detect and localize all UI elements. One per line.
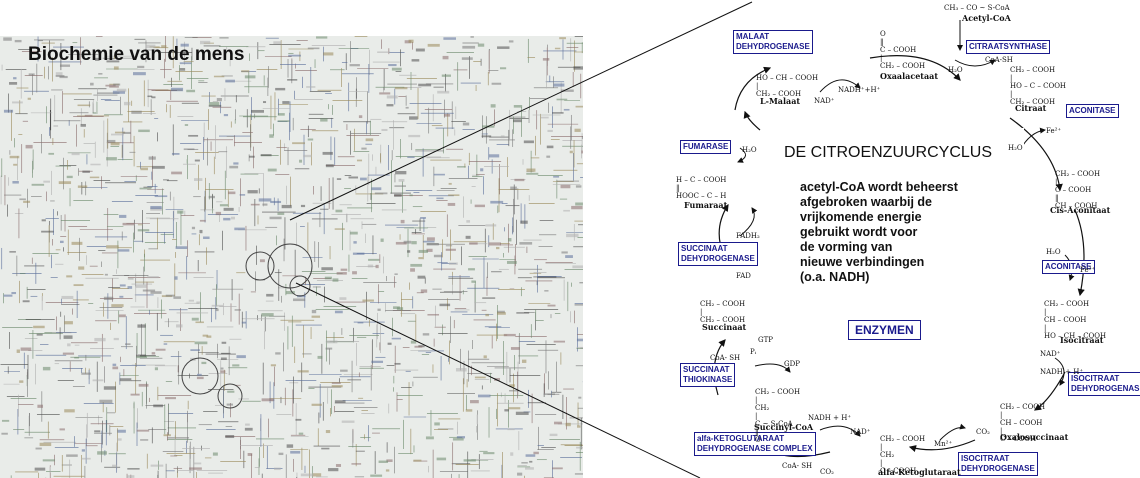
cycle-arc-3 — [1074, 209, 1085, 297]
enzyme-aconitase-2: ACONITASE — [1042, 260, 1095, 274]
formula-cis-aconitaat: CH₂ – COOH | C – COOH ‖ CH – COOH — [1055, 170, 1101, 210]
metabolite-fumaraat: Fumaraat — [684, 200, 728, 210]
cycle-arc-2 — [1009, 117, 1063, 192]
center-title: DE CITROENZUURCYCLUS — [784, 144, 993, 161]
metabolite-cis-aconitaat: Cis-Aconitaat — [1050, 205, 1111, 215]
desc-line: nieuwe verbindingen — [800, 255, 925, 269]
formula-malaat: HO – CH – COOH | CH₂ – COOH — [756, 74, 819, 98]
enzyme-citraatsynthase: CITRAATSYNTHASE — [966, 40, 1051, 54]
enzyme-succinaat-dehydrogenase: SUCCINAAT DEHYDROGENASE — [678, 242, 758, 266]
cofactor-nad: NAD⁺ — [850, 428, 871, 436]
cofactor-fadh2: FADH₂ — [736, 232, 760, 240]
cofactor-coash: CoA- SH — [782, 462, 813, 470]
cofactor-co2: CO₂ — [820, 468, 834, 476]
cofactor-nad: NAD⁺ — [814, 97, 835, 105]
enzymen-label: ENZYMEN — [848, 320, 921, 340]
enzyme-alfa-ketoglutaraat-dh-complex: alfa-KETOGLUTARAAT DEHYDROGENASE COMPLEX — [694, 432, 816, 456]
metabolite-acetyl-coa: Acetyl-CoA — [962, 13, 1011, 23]
metabolite-succinaat: Succinaat — [702, 322, 747, 332]
cofactor-h2o: H₂O — [948, 66, 963, 74]
cofactor-co2: CO₂ — [976, 428, 990, 436]
zoom-line-top — [289, 1, 753, 221]
desc-line: vrijkomende energie — [800, 210, 922, 224]
cycle-arc-9 — [734, 66, 772, 111]
cofactor-nadh: NADH + H⁺ — [808, 414, 852, 422]
formula-alfa-ketoglutaraat: CH₂ – COOH | CH₂ | C – COOH — [880, 435, 926, 475]
left-title: Biochemie van de mens — [28, 44, 245, 65]
cofactor-fe: Fe²⁺ — [1080, 266, 1096, 274]
center-description: acetyl-CoA wordt beheerst afgebroken waa… — [800, 180, 958, 285]
formula-oxalosuccinaat: CH₂ – COOH | CH – COOH | C – COOH — [1000, 403, 1046, 443]
cofactor-coash: CoA-SH — [985, 56, 1013, 64]
enzyme-isocitraat-dehydrogenase-1: ISOCITRAAT DEHYDROGENASE — [1068, 372, 1140, 396]
zoom-line-bottom — [295, 282, 701, 478]
cofactor-fe: Fe²⁺ — [1046, 127, 1062, 135]
cofactor-h2o: H₂O — [1008, 144, 1023, 152]
cycle-arc-5 — [908, 439, 976, 453]
formula-citraat: CH₂ – COOH | HO – C – COOH | CH₂ – COOH — [1010, 66, 1067, 106]
formula-isocitraat: CH₂ – COOH | CH – COOH | HO – CH – COOH — [1044, 300, 1107, 340]
cofactor-coash: CoA- SH — [710, 354, 741, 362]
cofactor-gdp: GDP — [784, 360, 800, 368]
desc-line: (o.a. NADH) — [800, 270, 870, 284]
cofactor-h2o: H₂O — [1046, 248, 1061, 256]
metabolic-map-image — [0, 36, 583, 478]
cofactor-nad: NAD⁺ — [1040, 350, 1061, 358]
enzyme-fumarase: FUMARASE — [680, 140, 732, 154]
cofactor-pi: Pᵢ — [750, 348, 757, 356]
cofactor-fad: FAD — [736, 272, 751, 280]
metabolite-alfa-ketoglutaraat: alfa-Ketoglutaraat — [878, 467, 961, 477]
enzyme-succinaat-thiokinase: SUCCINAAT THIOKINASE — [680, 363, 736, 387]
center-panel — [768, 128, 1024, 360]
desc-line: gebruikt wordt voor — [800, 225, 918, 239]
metabolite-oxaalacetaat: Oxaalacetaat — [880, 71, 939, 81]
cofactor-gtp: GTP — [758, 336, 773, 344]
formula-fumaraat: H – C – COOH ‖ HOOC – C – H — [676, 176, 727, 200]
metabolite-citraat: Citraat — [1015, 103, 1047, 113]
cofactor-mn: Mn²⁺ — [934, 440, 953, 448]
cofactor-h2o: H₂O — [742, 146, 757, 154]
metabolite-oxalosuccinaat: Oxalosuccinaat — [1000, 432, 1069, 442]
enzyme-malaat-dehydrogenase: MALAAT DEHYDROGENASE — [733, 30, 813, 54]
metabolite-l-malaat: L-Malaat — [760, 96, 801, 106]
formula-succinaat: CH₂ – COOH | CH₂ – COOH — [700, 300, 746, 324]
metabolite-succinyl-coa: Succinyl-CoA — [754, 422, 814, 432]
enzyme-aconitase-1: ACONITASE — [1066, 104, 1119, 118]
enzyme-isocitraat-dehydrogenase-2: ISOCITRAAT DEHYDROGENASE — [958, 452, 1038, 476]
formula-oxaalacetaat: O ‖ C – COOH | CH₂ – COOH — [880, 30, 926, 70]
metabolite-isocitraat: Isocitraat — [1060, 335, 1104, 345]
desc-line: afgebroken waarbij de — [800, 195, 932, 209]
cofactor-nadh: NADH⁺+H⁺ — [838, 86, 881, 94]
cycle-arc-1 — [869, 55, 961, 81]
formula-succinyl-coa: CH₂ – COOH | CH₂ | C ~ S-CoA ‖ O — [755, 388, 801, 444]
desc-line: acetyl-CoA wordt beheerst — [800, 180, 958, 194]
desc-line: de vorming van — [800, 240, 893, 254]
cycle-arc-10 — [743, 110, 761, 131]
cofactor-nadh: NADH + H⁺ — [1040, 368, 1084, 376]
cycle-arc-4 — [1034, 371, 1066, 411]
formula-acetyl-coa: CH₃ – CO ~ S-CoA — [944, 4, 1010, 12]
